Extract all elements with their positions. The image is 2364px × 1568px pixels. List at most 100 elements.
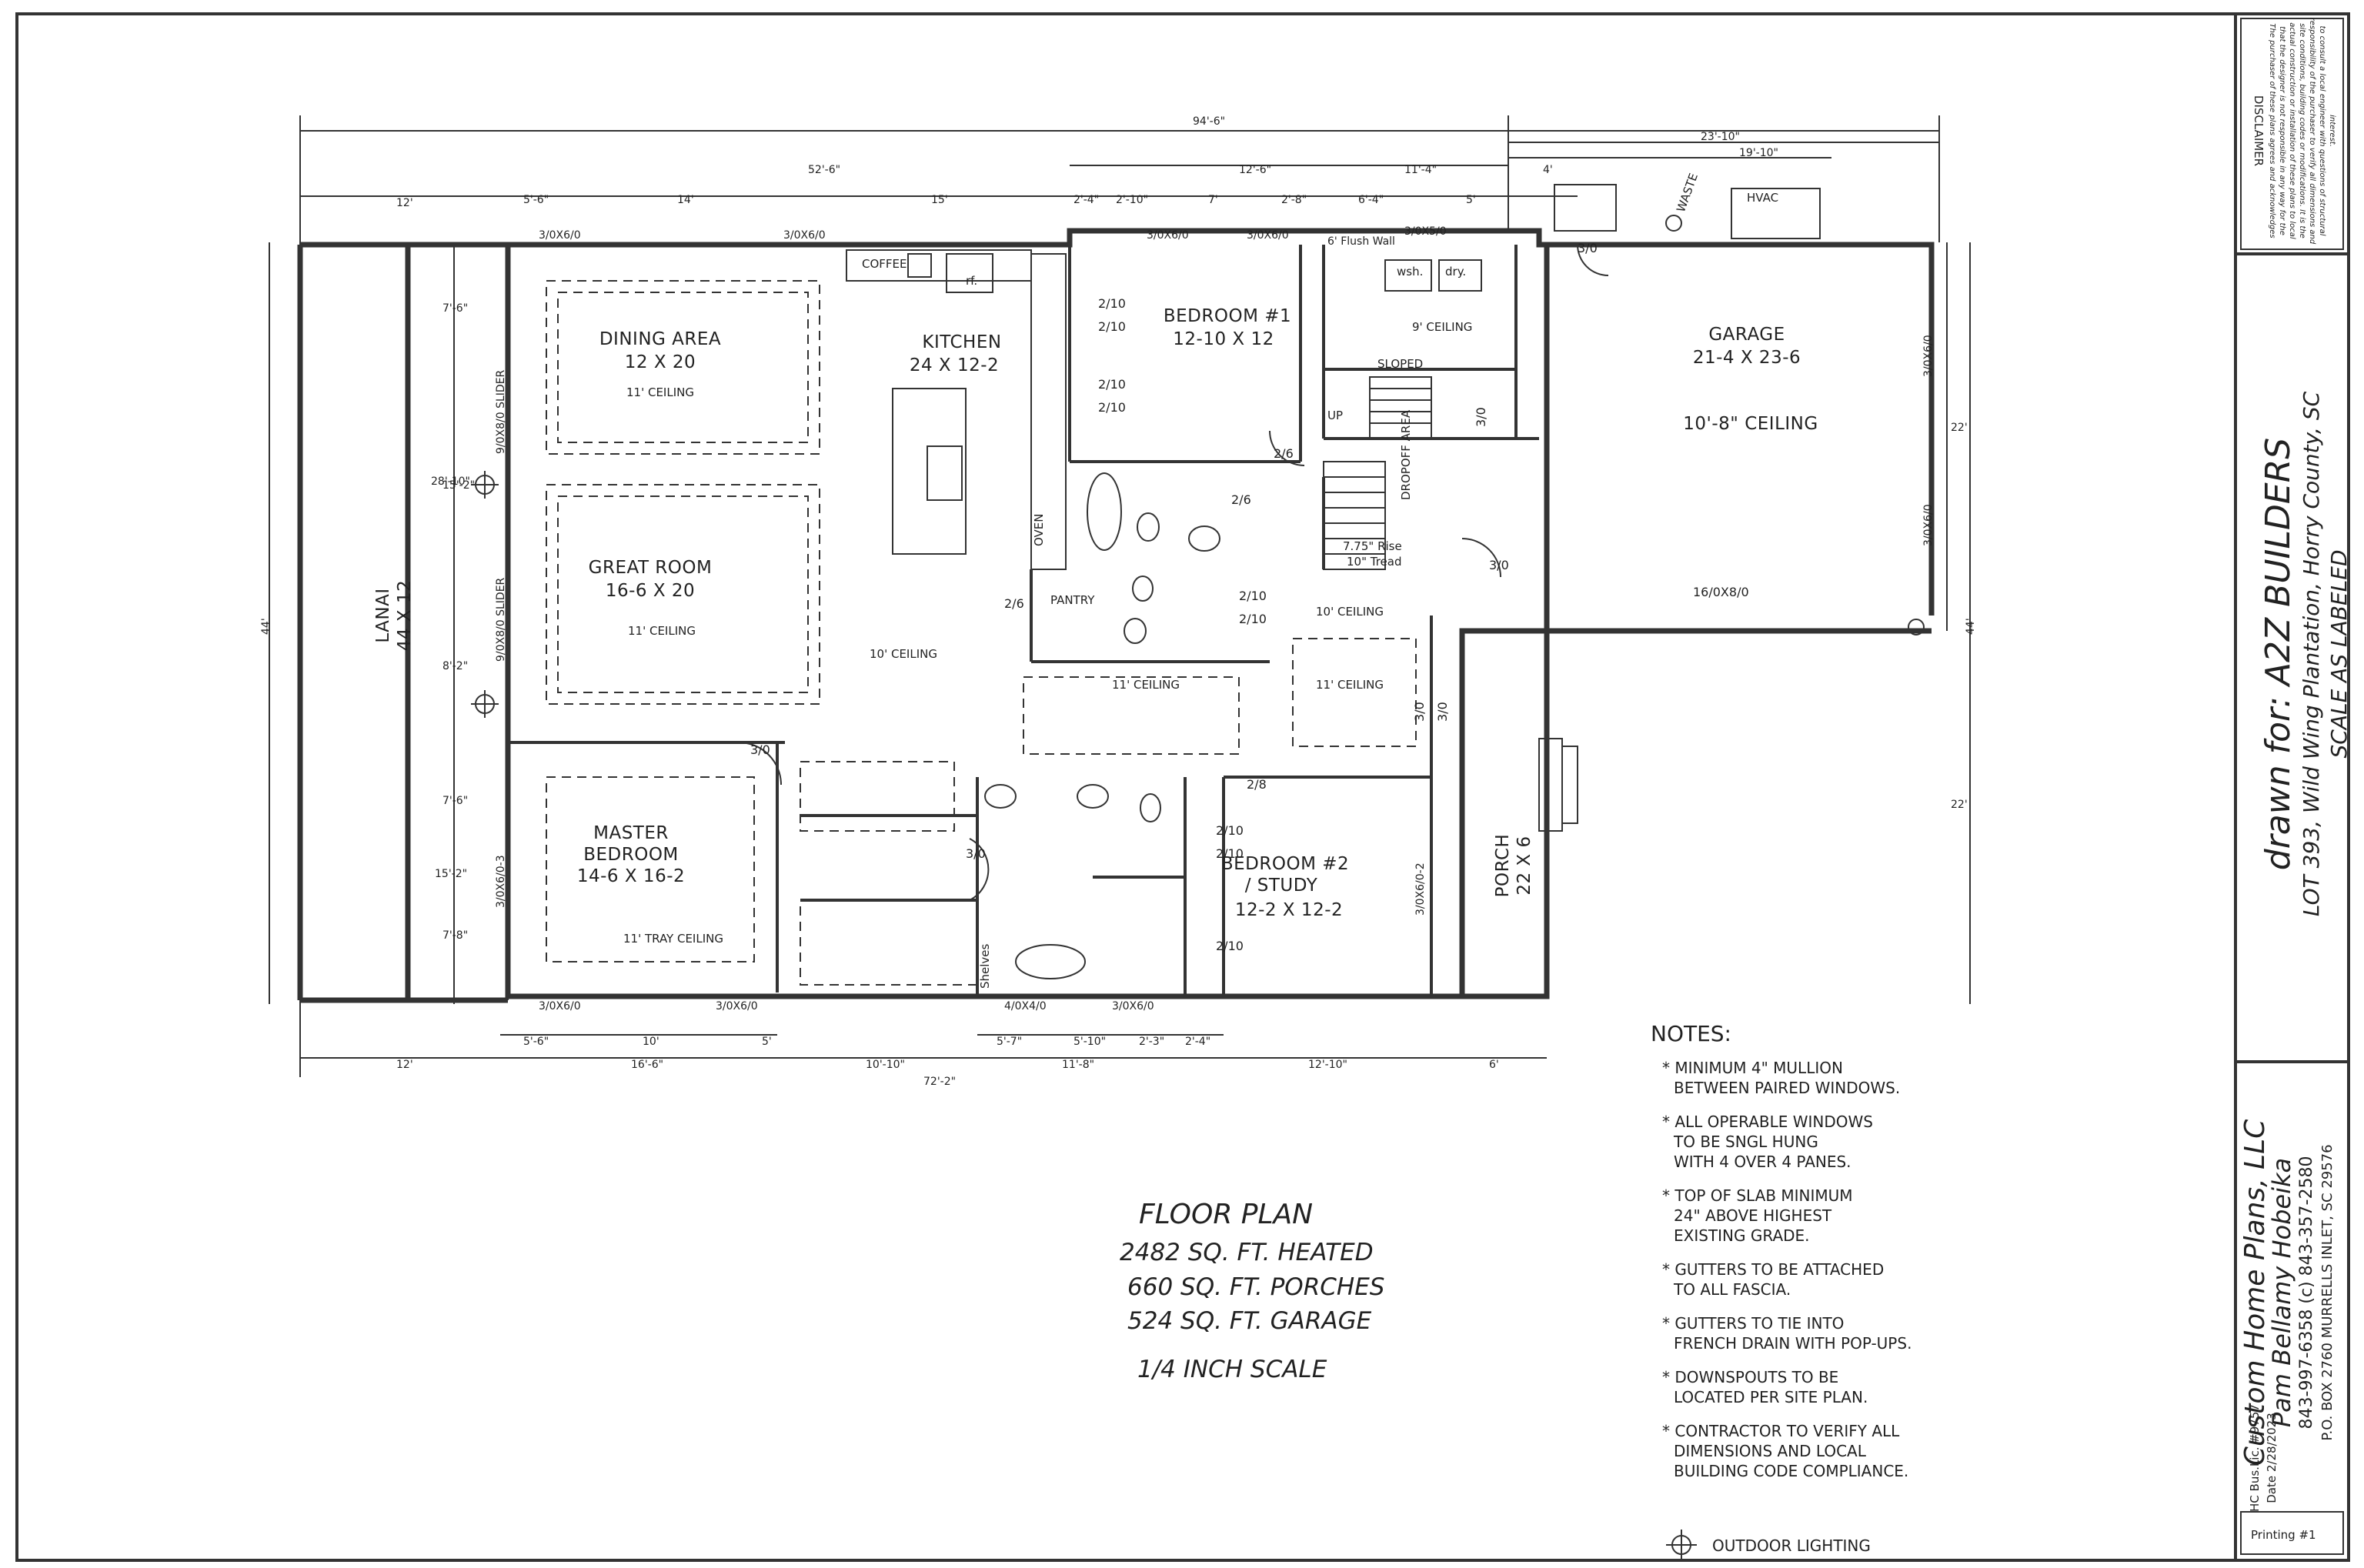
printing-box — [2240, 1511, 2344, 1555]
porch-name: PORCH — [1493, 834, 1513, 898]
notes-title: NOTES: — [1651, 1021, 1731, 1046]
stairs — [1323, 376, 1432, 570]
main-ceiling: 10' CEILING — [870, 647, 937, 661]
door-label: 2/10 — [1098, 296, 1126, 311]
dim-label: 4' — [1543, 164, 1553, 176]
dim-label: 5'-10" — [1073, 1036, 1106, 1048]
note-line: * GUTTERS TO TIE INTO — [1662, 1314, 1844, 1333]
bedroom1-name: BEDROOM #1 — [1164, 306, 1291, 326]
window-label: 3/0X6/0 — [539, 1000, 581, 1013]
window-label: 3/0X6/0-2 — [1414, 862, 1427, 916]
door-label: 2/10 — [1239, 589, 1267, 603]
pantry-label: PANTRY — [1050, 593, 1095, 607]
dim-label: 22' — [1951, 799, 1968, 811]
dim-label: 94'-6" — [1193, 115, 1225, 128]
door-label: 2/10 — [1098, 400, 1126, 415]
garage-ceiling: 10'-8" CEILING — [1683, 414, 1818, 434]
great-room-name: GREAT ROOM — [589, 558, 713, 578]
dim-label: 5'-7" — [997, 1036, 1022, 1048]
rf-label: rf. — [966, 274, 977, 288]
master-name: MASTER — [593, 823, 669, 843]
bedroom2-name: BEDROOM #2 — [1221, 854, 1349, 874]
master-size: 14-6 X 16-2 — [577, 866, 685, 886]
window-label: 3/0X6/0 — [716, 1000, 758, 1013]
dim-label: 12' — [396, 1059, 413, 1071]
bedroom1-size: 12-10 X 12 — [1173, 329, 1274, 349]
note-line: BETWEEN PAIRED WINDOWS. — [1674, 1079, 1900, 1097]
bedroom2-name2: / STUDY — [1245, 876, 1318, 896]
door-swings — [738, 244, 1609, 901]
laundry-ceiling: 9' CEILING — [1412, 320, 1472, 334]
disclaimer-line: responsibility of the purchaser to verif… — [2308, 18, 2316, 245]
note-line: * DOWNSPOUTS TO BE — [1662, 1368, 1838, 1386]
ceiling-outlines — [546, 280, 1417, 986]
note-line: WITH 4 OVER 4 PANES. — [1674, 1153, 1851, 1171]
door-label: 2/6 — [1004, 596, 1024, 611]
garage-name: GARAGE — [1708, 325, 1785, 345]
shelves-label: Shelves — [978, 943, 992, 989]
dim-label: 2'-4" — [1185, 1036, 1210, 1048]
lanai-size: 44 X 12 — [395, 580, 415, 651]
window-label: 3/0X6/0 — [539, 229, 581, 242]
slider-label: 9/0X8/0 SLIDER — [495, 577, 507, 662]
dim-label: 72'-2" — [923, 1076, 956, 1088]
foyer-ceiling: 11' CEILING — [1316, 678, 1384, 692]
dim-label: 5' — [762, 1036, 772, 1048]
note-line: 24" ABOVE HIGHEST — [1674, 1206, 1832, 1225]
note-line: TO BE SNGL HUNG — [1673, 1133, 1818, 1151]
dining-ceiling: 11' CEILING — [626, 385, 694, 399]
bath-ceiling: 11' CEILING — [1112, 678, 1180, 692]
bedroom2-size: 12-2 X 12-2 — [1235, 900, 1343, 920]
title-block-frame — [2234, 12, 2350, 1562]
dim-label: 52'-6" — [808, 164, 840, 176]
hall-ceiling: 10' CEILING — [1316, 605, 1384, 619]
dim-label: 7' — [1208, 194, 1218, 206]
dim-label: 8'-2" — [442, 660, 468, 672]
dim-label: 6'-4" — [1358, 194, 1384, 206]
coffee-label: COFFEE — [862, 257, 907, 271]
master-name2: BEDROOM — [583, 845, 679, 865]
door-label: 3/0 — [966, 846, 986, 861]
dim-label: 11'-8" — [1062, 1059, 1094, 1071]
note-line: FRENCH DRAIN WITH POP-UPS. — [1674, 1334, 1912, 1353]
dim-label: 12'-6" — [1239, 164, 1271, 176]
flush-wall-label: 6' Flush Wall — [1327, 235, 1395, 248]
door-label: 2/8 — [1247, 777, 1267, 792]
dim-label: 2'-4" — [1073, 194, 1099, 206]
dim-label: 7'-6" — [442, 795, 468, 807]
washer-label: wsh. — [1397, 265, 1423, 279]
window-label: 3/0X6/0 — [1147, 229, 1189, 242]
window-label: 3/0X6/0 — [1247, 229, 1289, 242]
stairs-up-label: UP — [1327, 409, 1343, 422]
note-line: * ALL OPERABLE WINDOWS — [1662, 1113, 1873, 1131]
door-label: 2/10 — [1098, 319, 1126, 334]
door-label: 2/10 — [1239, 612, 1267, 626]
lot-info: LOT 393, Wild Wing Plantation, Horry Cou… — [2299, 391, 2324, 916]
stair-rise-label: 7.75" Rise — [1343, 539, 1402, 553]
drawn-for: drawn for: A2Z BUILDERS — [2259, 438, 2298, 870]
dim-label: 7'-6" — [442, 302, 468, 315]
disclaimer-line: that the designer is not responsible in … — [2278, 26, 2286, 235]
door-label: 3/0 — [750, 742, 770, 757]
dim-label: 44' — [1965, 618, 1977, 635]
phone-numbers: 843-997-6358 (c) 843-357-2580 — [2297, 1156, 2316, 1430]
dim-label: 10'-10" — [866, 1059, 905, 1071]
garage-size: 21-4 X 23-6 — [1693, 348, 1801, 368]
note-line: * TOP OF SLAB MINIMUM — [1662, 1186, 1853, 1205]
door-label: 2/10 — [1098, 377, 1126, 392]
disclaimer-text: The purchaser of these plans agrees and … — [2268, 18, 2336, 245]
plan-date: Date 2/28/2023 — [2265, 1413, 2279, 1503]
dim-label: 6' — [1489, 1059, 1499, 1071]
legend-outdoor-lighting: OUTDOOR LIGHTING — [1712, 1536, 1871, 1555]
dim-label: 12' — [396, 197, 413, 209]
heated-sqft: 2482 SQ. FT. HEATED — [1120, 1239, 1374, 1266]
dim-label: 5'-6" — [523, 194, 549, 206]
window-label: 3/0X5/0 — [1404, 225, 1447, 238]
dim-label: 22' — [1951, 422, 1968, 434]
door-label: 2/6 — [1274, 446, 1294, 461]
slider-label: 9/0X8/0 SLIDER — [495, 369, 507, 454]
kitchen-size: 24 X 12-2 — [910, 355, 999, 375]
dim-label: 15'-2" — [435, 868, 467, 880]
